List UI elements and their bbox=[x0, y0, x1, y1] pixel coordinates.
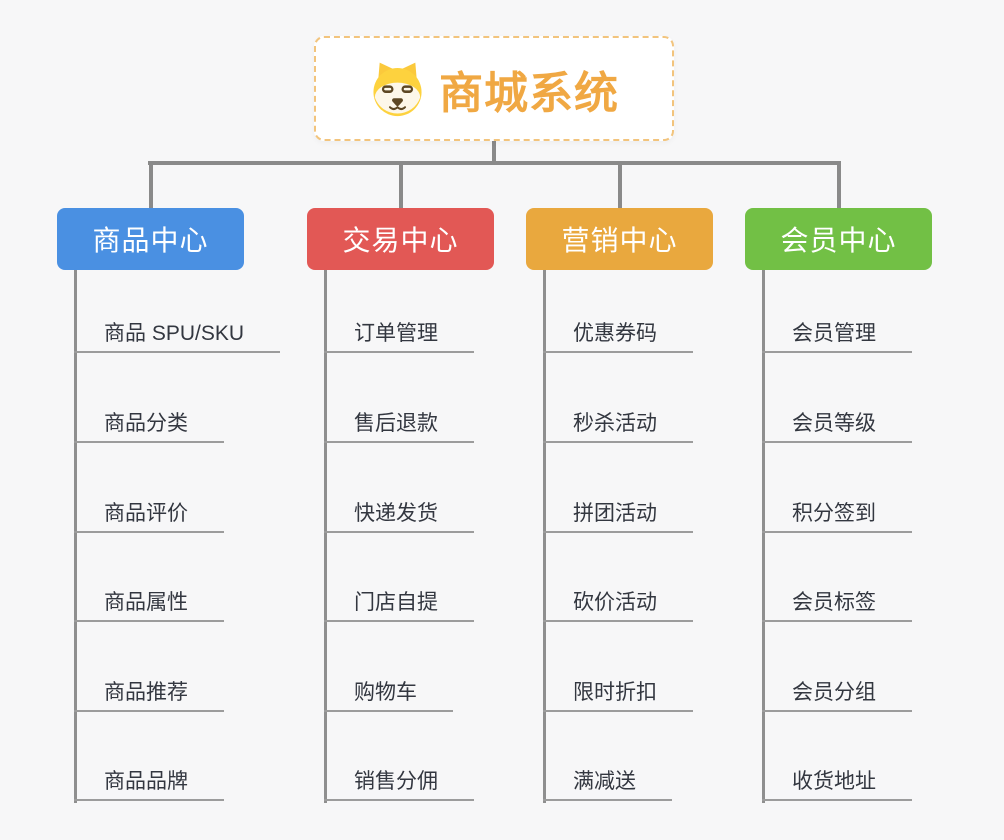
connector-drop-marketing-center bbox=[618, 161, 622, 208]
child-node-trade-center-5[interactable]: 销售分佣 bbox=[324, 769, 474, 801]
branch-node-member-center[interactable]: 会员中心 bbox=[745, 208, 932, 270]
child-node-member-center-1[interactable]: 会员等级 bbox=[762, 411, 912, 443]
branch-node-label: 商品中心 bbox=[92, 225, 209, 256]
child-node-member-center-5[interactable]: 收货地址 bbox=[762, 769, 912, 801]
connector-bar bbox=[148, 161, 840, 165]
child-node-product-center-5[interactable]: 商品品牌 bbox=[74, 769, 224, 801]
child-node-trade-center-1[interactable]: 售后退款 bbox=[324, 411, 474, 443]
root-node-title: 商城系统 bbox=[439, 68, 619, 118]
connector-stem bbox=[492, 141, 496, 163]
child-node-marketing-center-4[interactable]: 限时折扣 bbox=[543, 680, 693, 712]
child-node-marketing-center-2[interactable]: 拼团活动 bbox=[543, 501, 693, 533]
child-node-marketing-center-5[interactable]: 满减送 bbox=[543, 769, 672, 801]
child-node-marketing-center-3[interactable]: 砍价活动 bbox=[543, 590, 693, 622]
branch-node-trade-center[interactable]: 交易中心 bbox=[307, 208, 494, 270]
child-node-product-center-3[interactable]: 商品属性 bbox=[74, 590, 224, 622]
child-node-member-center-0[interactable]: 会员管理 bbox=[762, 321, 912, 353]
branch-spine-trade-center bbox=[324, 270, 327, 803]
connector-drop-product-center bbox=[149, 161, 153, 208]
child-node-member-center-3[interactable]: 会员标签 bbox=[762, 590, 912, 622]
branch-node-label: 会员中心 bbox=[780, 225, 897, 256]
branch-node-marketing-center[interactable]: 营销中心 bbox=[526, 208, 713, 270]
branch-node-label: 交易中心 bbox=[342, 225, 459, 256]
connector-drop-trade-center bbox=[399, 161, 403, 208]
branch-spine-member-center bbox=[762, 270, 765, 803]
child-node-trade-center-2[interactable]: 快递发货 bbox=[324, 501, 474, 533]
child-node-trade-center-3[interactable]: 门店自提 bbox=[324, 590, 474, 622]
child-node-member-center-4[interactable]: 会员分组 bbox=[762, 680, 912, 712]
child-node-product-center-0[interactable]: 商品 SPU/SKU bbox=[74, 321, 281, 353]
child-node-product-center-4[interactable]: 商品推荐 bbox=[74, 680, 224, 712]
connector-drop-member-center bbox=[837, 161, 841, 208]
branch-spine-product-center bbox=[74, 270, 77, 803]
child-node-marketing-center-1[interactable]: 秒杀活动 bbox=[543, 411, 693, 443]
child-node-marketing-center-0[interactable]: 优惠券码 bbox=[543, 321, 693, 353]
child-node-product-center-2[interactable]: 商品评价 bbox=[74, 501, 224, 533]
branch-node-product-center[interactable]: 商品中心 bbox=[57, 208, 244, 270]
child-node-trade-center-4[interactable]: 购物车 bbox=[324, 680, 453, 712]
root-node[interactable]: 商城系统 bbox=[314, 36, 674, 141]
branch-spine-marketing-center bbox=[543, 270, 546, 803]
branch-node-label: 营销中心 bbox=[561, 225, 678, 256]
child-node-product-center-1[interactable]: 商品分类 bbox=[74, 411, 224, 443]
child-node-trade-center-0[interactable]: 订单管理 bbox=[324, 321, 474, 353]
dog-face-icon bbox=[373, 62, 422, 117]
child-node-member-center-2[interactable]: 积分签到 bbox=[762, 501, 912, 533]
